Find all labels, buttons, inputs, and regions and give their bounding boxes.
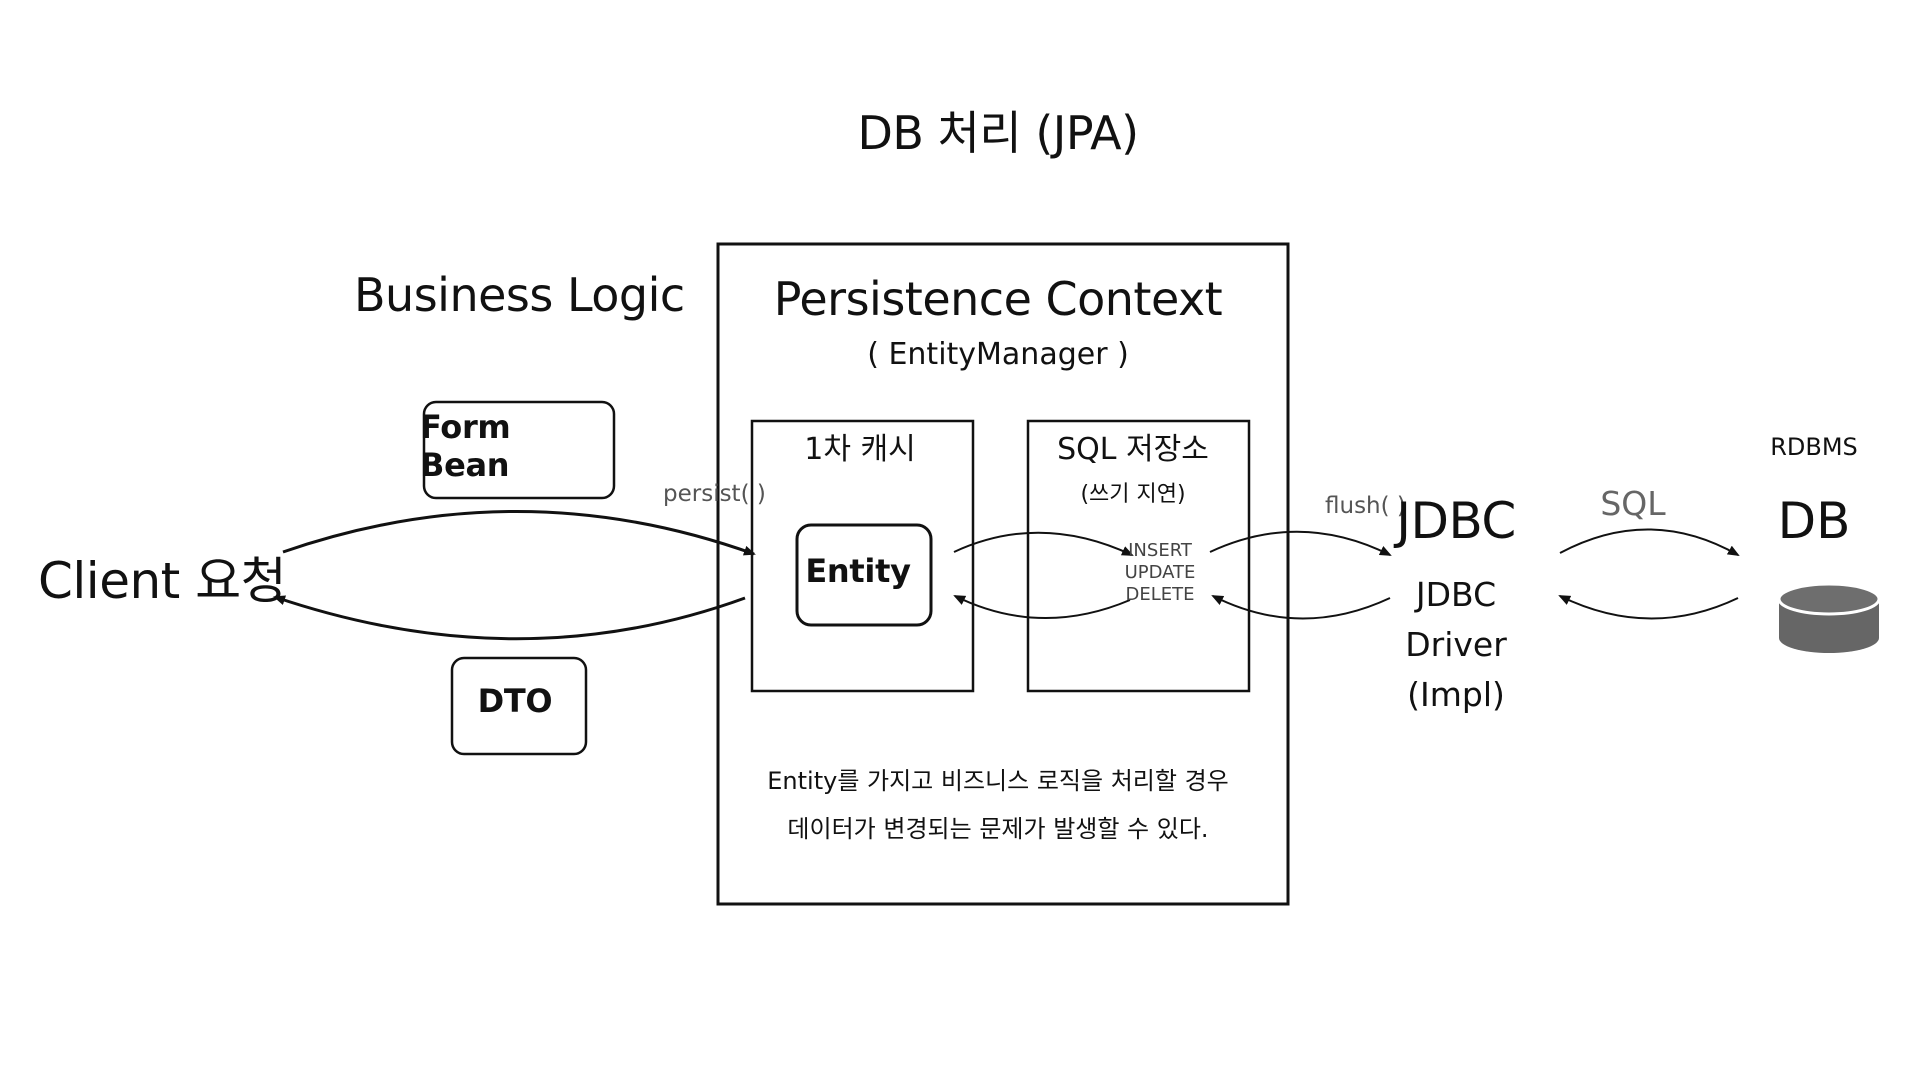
sql-operations-list: INSERT UPDATE DELETE <box>1125 540 1196 606</box>
first-level-cache-box <box>750 419 975 693</box>
flush-arrow <box>1209 530 1392 556</box>
sql-store-to-entity-arrow <box>953 595 1131 619</box>
sql-store-box <box>1026 419 1251 693</box>
sql-label: SQL <box>1600 484 1666 523</box>
jdbc-title: JDBC <box>1396 492 1516 550</box>
jdbc-driver-label: JDBC Driver (Impl) <box>1405 570 1507 720</box>
sql-operation-update: UPDATE <box>1124 562 1196 583</box>
page-title: DB 처리 (JPA) <box>857 106 1139 160</box>
note-line: Entity를 가지고 비즈니스 로직을 처리할 경우 <box>767 767 1229 795</box>
dto-box <box>450 656 588 756</box>
business-logic-title: Business Logic <box>354 268 685 322</box>
persist-arrow <box>282 510 756 556</box>
response-arrow <box>273 595 746 641</box>
sql-store-subtitle: (쓰기 지연) <box>1080 482 1186 507</box>
flush-label: flush( ) <box>1325 493 1406 519</box>
persistence-context-subtitle: ( EntityManager ) <box>867 337 1129 372</box>
database-icon <box>1777 582 1881 653</box>
client-request-label: Client 요청 <box>38 552 287 610</box>
sql-operation-delete: DELETE <box>1125 584 1195 605</box>
jdbc-to-sql-store-arrow <box>1211 595 1391 620</box>
dto-label: DTO <box>477 682 553 720</box>
entity-label: Entity <box>805 552 911 590</box>
sql-operation-insert: INSERT <box>1128 540 1192 561</box>
persistence-context-note: Entity를 가지고 비즈니스 로직을 처리할 경우 데이터가 변경되는 문제… <box>767 757 1229 853</box>
form-bean-label: Form Bean <box>420 408 511 484</box>
rdbms-label: RDBMS <box>1770 433 1858 461</box>
sql-store-title: SQL 저장소 <box>1057 432 1209 467</box>
sql-arrow <box>1559 528 1740 556</box>
persistence-context-box <box>716 242 1290 906</box>
note-line: 데이터가 변경되는 문제가 발생할 수 있다. <box>787 815 1209 843</box>
entity-to-sql-store-arrow <box>953 531 1134 556</box>
form-bean-box <box>422 400 616 500</box>
db-to-jdbc-arrow <box>1558 595 1739 620</box>
persistence-context-title: Persistence Context <box>773 272 1223 326</box>
first-level-cache-title: 1차 캐시 <box>804 432 916 467</box>
entity-box <box>795 523 933 627</box>
db-title: DB <box>1777 492 1851 550</box>
jdbc-driver-line: (Impl) <box>1407 675 1505 714</box>
jdbc-driver-line: JDBC <box>1415 575 1497 614</box>
jdbc-driver-line: Driver <box>1405 625 1507 664</box>
persist-label: persist( ) <box>663 481 766 507</box>
